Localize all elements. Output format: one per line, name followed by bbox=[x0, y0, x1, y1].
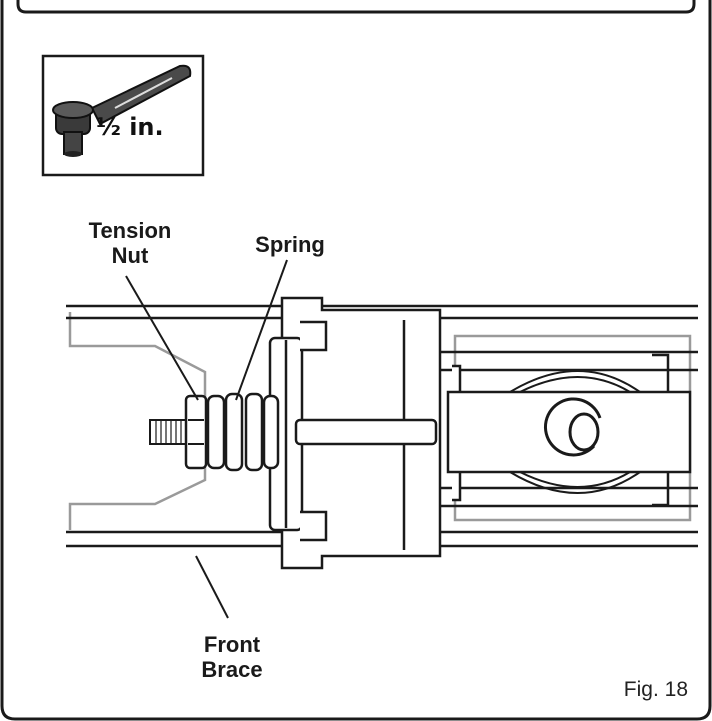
callout-front-brace-text: Front Brace bbox=[201, 632, 263, 682]
shaft bbox=[294, 418, 438, 446]
leader-lines bbox=[125, 259, 288, 619]
callout-tension-nut-text: Tension Nut bbox=[88, 218, 172, 268]
tool-size-label: ½ in. bbox=[96, 113, 164, 141]
callout-tension-nut: Tension Nut bbox=[74, 218, 186, 268]
pulley bbox=[509, 370, 641, 494]
callout-front-brace: Front Brace bbox=[182, 632, 282, 682]
callout-spring: Spring bbox=[240, 232, 340, 257]
tension-nut bbox=[184, 394, 208, 470]
header-strip-edge bbox=[16, 0, 696, 14]
callout-spring-text: Spring bbox=[255, 232, 325, 257]
ratchet-wrench-icon bbox=[52, 64, 192, 157]
c-clip-icon bbox=[544, 397, 602, 457]
figure-label: Fig. 18 bbox=[623, 678, 688, 701]
spring bbox=[206, 392, 280, 472]
